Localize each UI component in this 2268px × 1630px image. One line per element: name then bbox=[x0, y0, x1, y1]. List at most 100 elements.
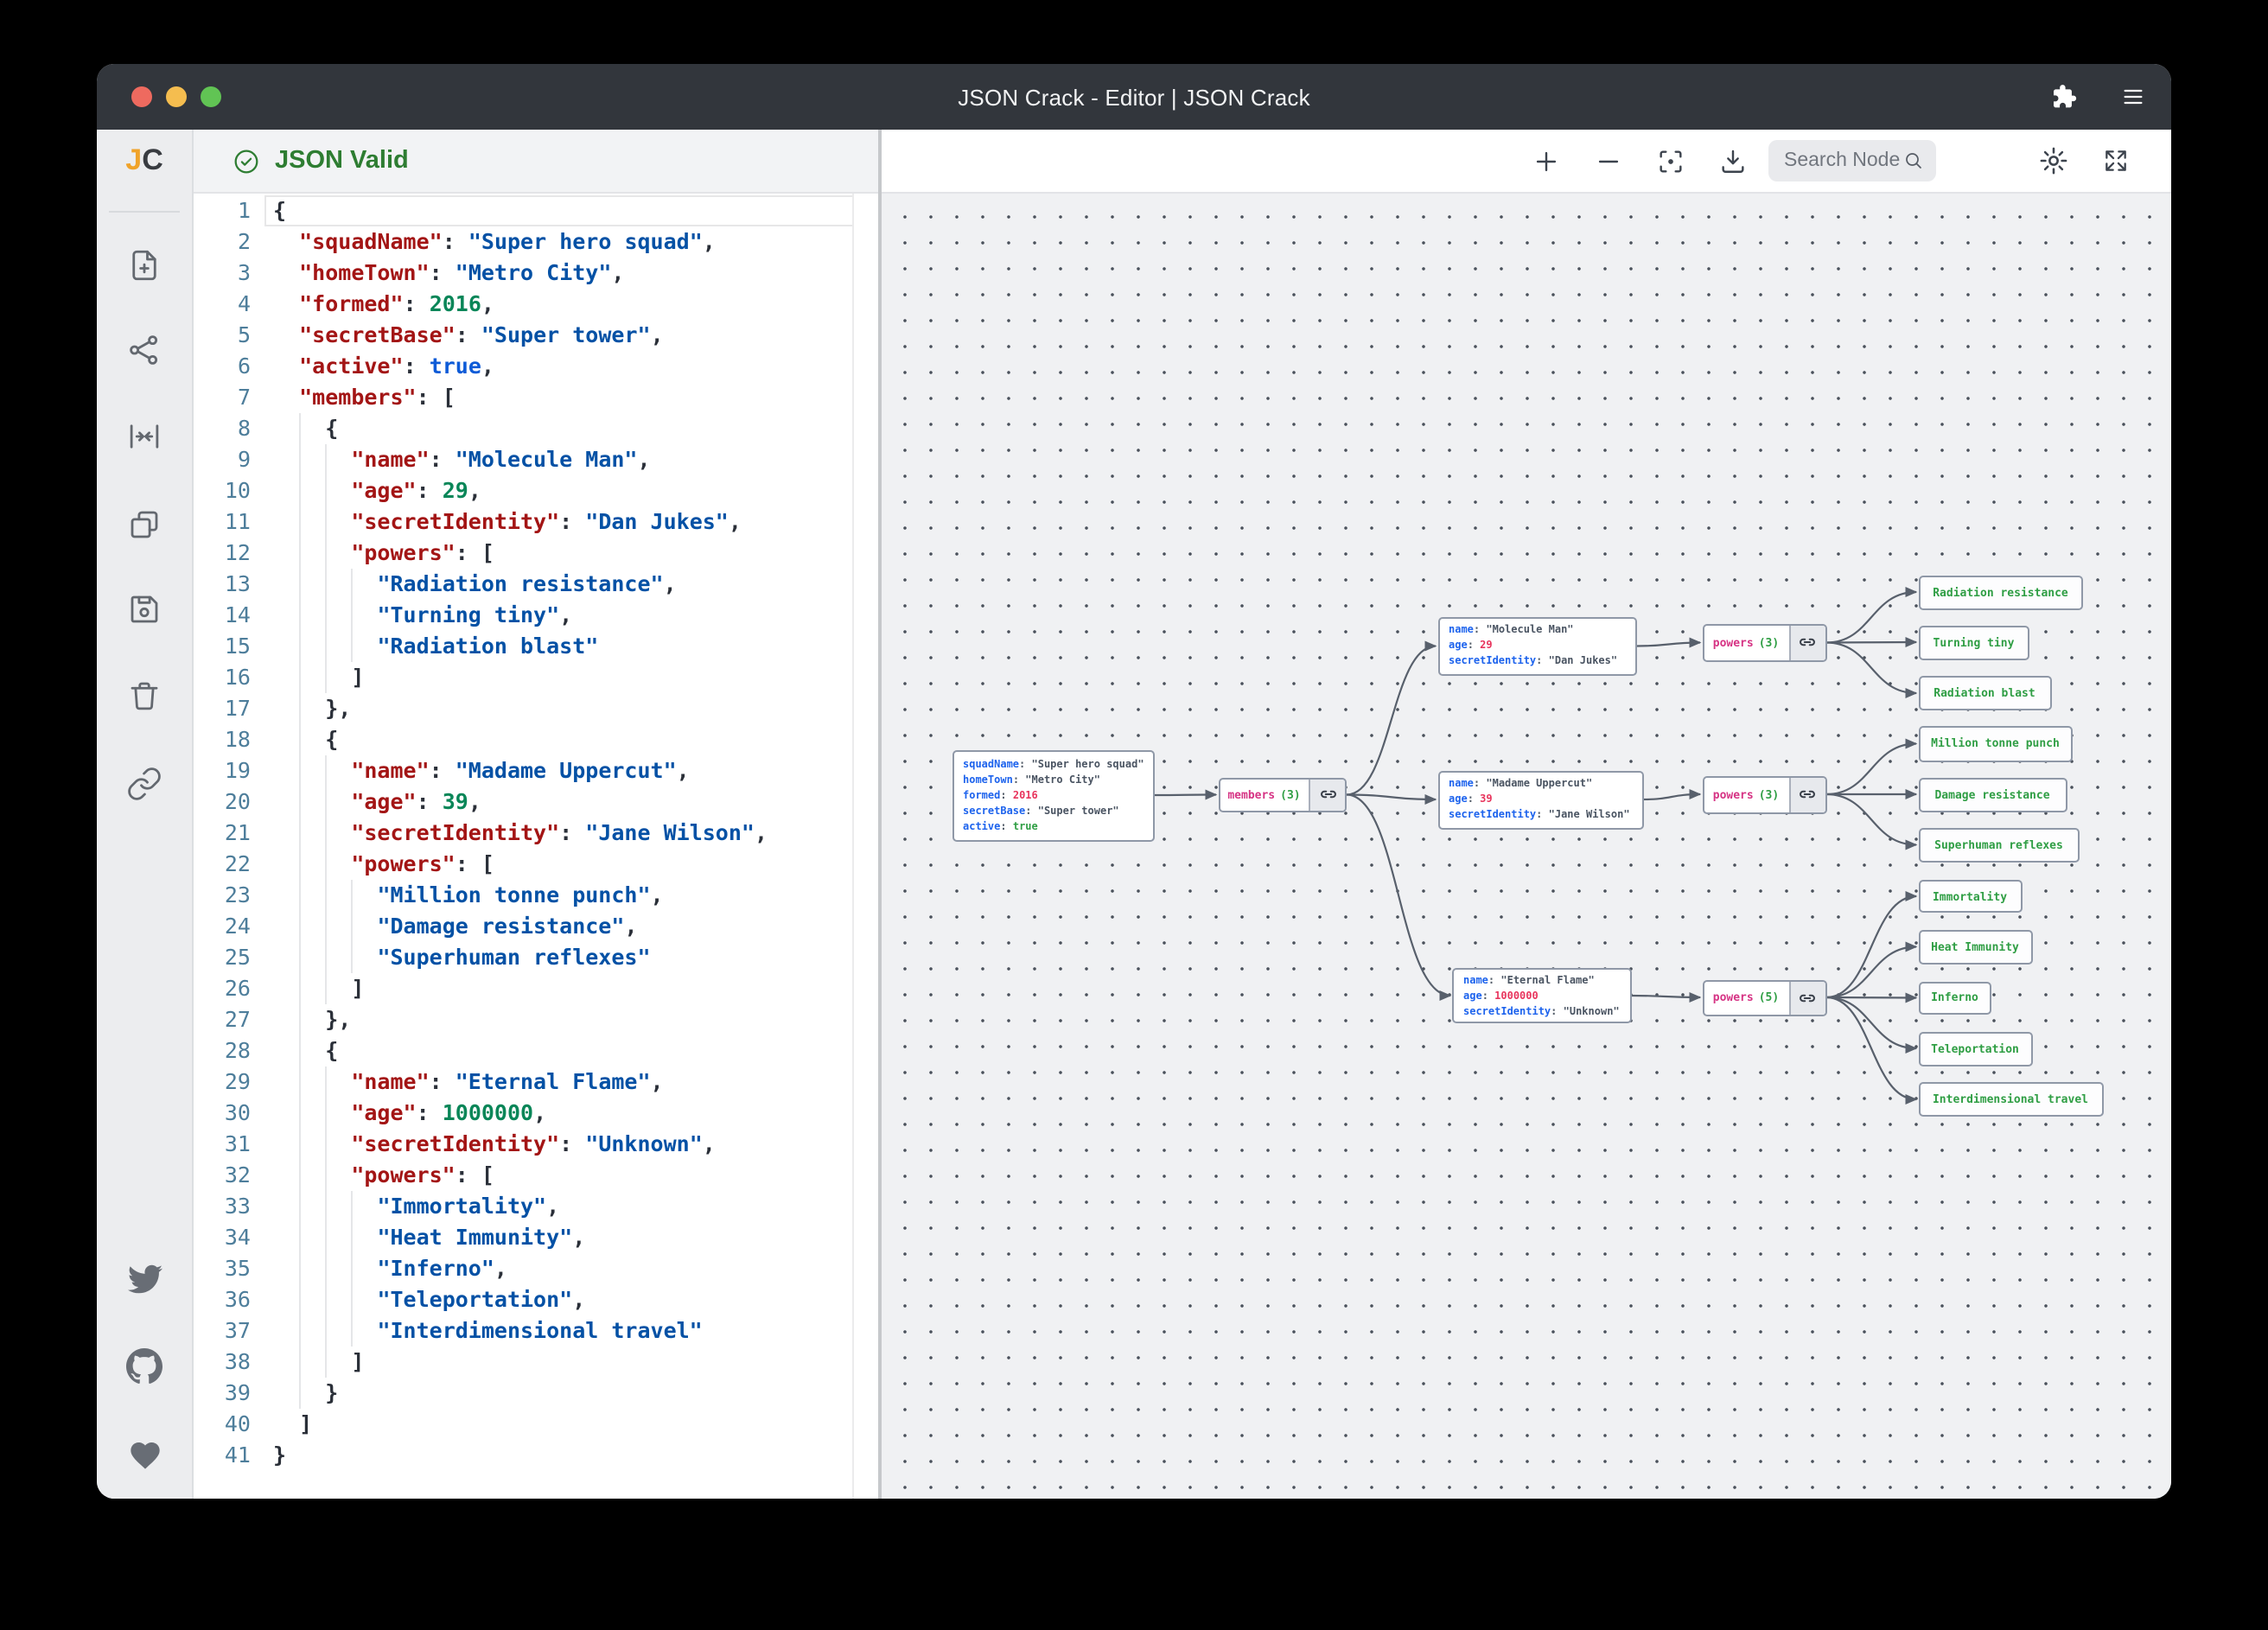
expand-link-icon[interactable] bbox=[1788, 981, 1825, 1014]
code-line[interactable]: } bbox=[273, 1377, 338, 1408]
graph-node-l4[interactable]: Million tonne punch bbox=[1918, 726, 2073, 761]
graph-node-l8[interactable]: Heat Immunity bbox=[1918, 930, 2032, 964]
code-line[interactable]: ] bbox=[273, 972, 364, 1003]
graph-node-l3[interactable]: Radiation blast bbox=[1918, 676, 2051, 710]
focus-center-button[interactable] bbox=[1649, 140, 1691, 181]
code-line[interactable]: "secretBase": "Super tower", bbox=[273, 319, 664, 350]
code-line[interactable]: }, bbox=[273, 1003, 351, 1035]
new-file-icon[interactable] bbox=[97, 247, 192, 283]
copy-icon[interactable] bbox=[97, 506, 192, 543]
code-line[interactable]: "Teleportation", bbox=[273, 1283, 585, 1315]
graph-node-m2[interactable]: name: "Madame Uppercut"age: 39secretIden… bbox=[1437, 770, 1643, 829]
link-icon[interactable] bbox=[97, 766, 192, 802]
code-line[interactable]: "formed": 2016, bbox=[273, 288, 494, 319]
window-title: JSON Crack - Editor | JSON Crack bbox=[97, 84, 2171, 110]
code-line[interactable]: "name": "Eternal Flame", bbox=[273, 1066, 664, 1097]
graph-node-m3[interactable]: name: "Eternal Flame"age: 1000000secretI… bbox=[1452, 968, 1631, 1023]
line-number: 31 bbox=[194, 1128, 251, 1159]
code-line[interactable]: "secretIdentity": "Jane Wilson", bbox=[273, 817, 768, 848]
code-line[interactable]: "powers": [ bbox=[273, 1159, 494, 1190]
expand-link-icon[interactable] bbox=[1788, 626, 1825, 659]
code-line[interactable]: "Immortality", bbox=[273, 1190, 559, 1221]
graph-node-l11[interactable]: Interdimensional travel bbox=[1918, 1082, 2103, 1117]
indent-guide bbox=[299, 1221, 301, 1252]
graph-node-l2[interactable]: Turning tiny bbox=[1918, 625, 2029, 659]
graph-canvas[interactable]: squadName: "Super hero squad"homeTown: "… bbox=[882, 194, 2171, 1499]
search-node-input[interactable] bbox=[1781, 149, 1903, 173]
code-line[interactable]: "Million tonne punch", bbox=[273, 879, 664, 910]
share-graph-icon[interactable] bbox=[97, 332, 192, 368]
graph-node-l10[interactable]: Teleportation bbox=[1918, 1031, 2032, 1066]
graph-node-l6[interactable]: Superhuman reflexes bbox=[1918, 827, 2080, 863]
graph-node-root[interactable]: squadName: "Super hero squad"homeTown: "… bbox=[952, 749, 1154, 841]
code-line[interactable]: { bbox=[273, 412, 338, 443]
sponsor-heart-icon[interactable] bbox=[97, 1438, 192, 1473]
code-line[interactable]: "Damage resistance", bbox=[273, 910, 638, 941]
code-line[interactable]: { bbox=[273, 723, 338, 755]
expand-link-icon[interactable] bbox=[1309, 780, 1345, 810]
code-line[interactable]: "age": 39, bbox=[273, 786, 481, 817]
code-line[interactable]: "homeTown": "Metro City", bbox=[273, 257, 624, 288]
search-icon[interactable] bbox=[1903, 150, 1924, 171]
code-line[interactable]: "age": 1000000, bbox=[273, 1097, 546, 1128]
code-line[interactable]: { bbox=[273, 194, 286, 226]
github-icon[interactable] bbox=[97, 1348, 192, 1385]
zoom-button[interactable] bbox=[201, 86, 221, 107]
graph-edge bbox=[1826, 896, 1916, 997]
code-line[interactable]: "Turning tiny", bbox=[273, 599, 572, 630]
indent-guide bbox=[325, 1221, 327, 1252]
zoom-out-button[interactable] bbox=[1587, 140, 1628, 181]
code-line[interactable]: { bbox=[273, 1035, 338, 1066]
code-line[interactable]: "name": "Molecule Man", bbox=[273, 443, 651, 474]
graph-node-l1[interactable]: Radiation resistance bbox=[1918, 575, 2083, 609]
code-editor[interactable]: 1234567891011121314151617181920212223242… bbox=[194, 194, 878, 1499]
code-line[interactable]: "Interdimensional travel" bbox=[273, 1315, 703, 1346]
expand-link-icon[interactable] bbox=[1788, 777, 1825, 812]
code-line[interactable]: "Radiation blast" bbox=[273, 630, 598, 661]
code-line[interactable]: "active": true, bbox=[273, 350, 494, 381]
code-line[interactable]: "age": 29, bbox=[273, 474, 481, 506]
app-logo[interactable]: JC bbox=[97, 143, 192, 178]
graph-node-p1[interactable]: powers(3) bbox=[1702, 624, 1826, 661]
line-number: 20 bbox=[194, 786, 251, 817]
extensions-puzzle-icon[interactable] bbox=[2050, 83, 2078, 111]
code-line[interactable]: "powers": [ bbox=[273, 537, 494, 568]
code-line[interactable]: ] bbox=[273, 1408, 312, 1439]
minimize-button[interactable] bbox=[166, 86, 187, 107]
graph-node-p2[interactable]: powers(3) bbox=[1702, 775, 1826, 813]
graph-node-l5[interactable]: Damage resistance bbox=[1918, 777, 2067, 812]
collapse-horizontal-icon[interactable] bbox=[97, 418, 192, 455]
fullscreen-button[interactable] bbox=[2095, 140, 2137, 181]
code-line[interactable]: "Heat Immunity", bbox=[273, 1221, 585, 1252]
close-button[interactable] bbox=[131, 86, 152, 107]
graph-node-m1[interactable]: name: "Molecule Man"age: 29secretIdentit… bbox=[1437, 616, 1637, 676]
download-image-button[interactable] bbox=[1711, 140, 1753, 181]
search-node-box[interactable] bbox=[1768, 140, 1936, 181]
save-icon[interactable] bbox=[97, 591, 192, 627]
code-line[interactable]: }, bbox=[273, 692, 351, 723]
indent-guide bbox=[325, 1128, 327, 1159]
code-line[interactable]: ] bbox=[273, 661, 364, 692]
graph-node-p3[interactable]: powers(5) bbox=[1702, 979, 1826, 1016]
graph-node-l9[interactable]: Inferno bbox=[1918, 981, 1991, 1015]
zoom-in-button[interactable] bbox=[1525, 140, 1566, 181]
code-line[interactable]: "secretIdentity": "Dan Jukes", bbox=[273, 506, 742, 537]
menu-icon[interactable] bbox=[2119, 85, 2147, 109]
code-line[interactable]: "members": [ bbox=[273, 381, 456, 412]
delete-icon[interactable] bbox=[97, 678, 192, 714]
twitter-icon[interactable] bbox=[97, 1262, 192, 1296]
line-number: 28 bbox=[194, 1035, 251, 1066]
code-line[interactable]: ] bbox=[273, 1346, 364, 1377]
graph-node-l7[interactable]: Immortality bbox=[1918, 880, 2022, 913]
code-line[interactable]: "Inferno", bbox=[273, 1252, 507, 1283]
node-field: name: "Molecule Man" bbox=[1449, 623, 1626, 639]
settings-gear-button[interactable] bbox=[2033, 140, 2074, 181]
code-line[interactable]: } bbox=[273, 1439, 286, 1470]
code-line[interactable]: "powers": [ bbox=[273, 848, 494, 879]
graph-node-members[interactable]: members(3) bbox=[1218, 778, 1347, 812]
code-line[interactable]: "Radiation resistance", bbox=[273, 568, 677, 599]
code-line[interactable]: "secretIdentity": "Unknown", bbox=[273, 1128, 716, 1159]
code-line[interactable]: "Superhuman reflexes" bbox=[273, 941, 651, 972]
code-line[interactable]: "name": "Madame Uppercut", bbox=[273, 755, 690, 786]
code-line[interactable]: "squadName": "Super hero squad", bbox=[273, 226, 716, 257]
